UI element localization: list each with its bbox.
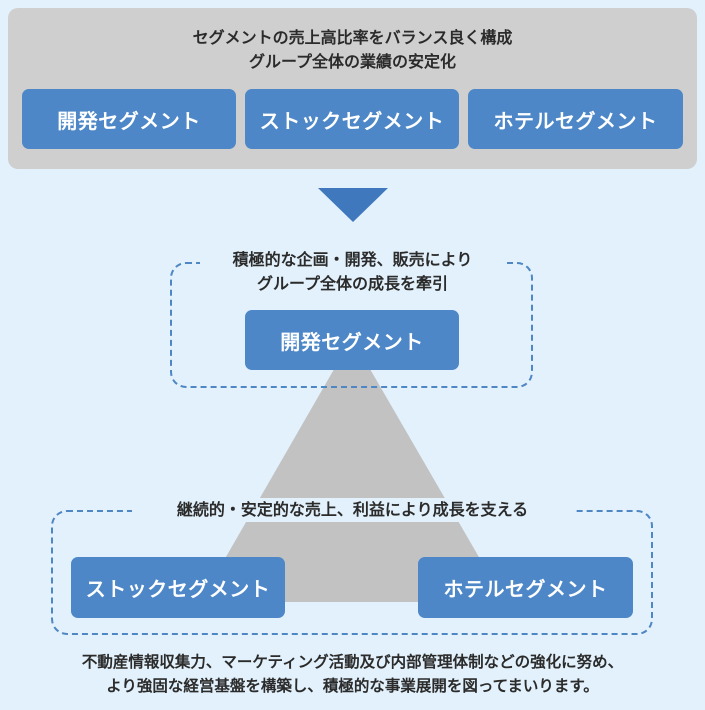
upper-segment-development: 開発セグメント: [245, 310, 459, 370]
triangle-polygon: [200, 338, 505, 602]
top-heading-line2: グループ全体の業績の安定化: [248, 52, 457, 71]
upper-caption-line1: 積極的な企画・開発、販売により: [232, 250, 473, 269]
footer-line2: より強固な経営基盤を構築し、積極的な事業展開を図ってまいります。: [106, 677, 599, 695]
top-segment-hotel: ホテルセグメント: [468, 89, 683, 149]
upper-caption-line2: グループ全体の成長を牽引: [256, 274, 449, 293]
lower-segment-hotel: ホテルセグメント: [418, 557, 633, 618]
top-segment-stock: ストックセグメント: [245, 89, 459, 149]
upper-caption: 積極的な企画・開発、販売により グループ全体の成長を牽引: [200, 248, 505, 296]
top-summary-panel: セグメントの売上高比率をバランス良く構成 グループ全体の業績の安定化 開発セグメ…: [8, 8, 697, 169]
top-segment-development: 開発セグメント: [22, 89, 236, 149]
lower-caption: 継続的・安定的な売上、利益により成長を支える: [132, 498, 573, 522]
footer-text: 不動産情報収集力、マーケティング活動及び内部管理体制などの強化に努め、 より強固…: [0, 650, 705, 698]
top-heading-line1: セグメントの売上高比率をバランス良く構成: [192, 28, 513, 47]
top-heading: セグメントの売上高比率をバランス良く構成 グループ全体の業績の安定化: [8, 26, 697, 74]
footer-line1: 不動産情報収集力、マーケティング活動及び内部管理体制などの強化に努め、: [81, 653, 624, 671]
lower-segment-stock: ストックセグメント: [71, 557, 285, 618]
down-arrow-icon: [318, 188, 388, 222]
